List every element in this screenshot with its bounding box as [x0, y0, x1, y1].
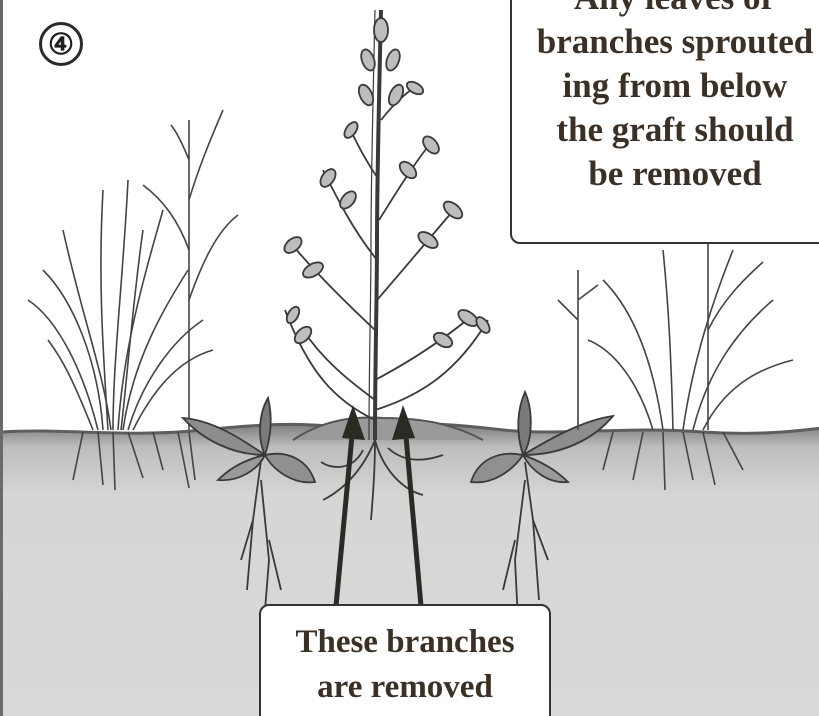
callout-remove-sprouts: Any leaves or branches sprouted ing from…	[510, 0, 819, 244]
callout-line: These branches	[261, 620, 549, 665]
callout-line: are removed	[261, 665, 549, 710]
step-number-badge: ④	[39, 22, 83, 66]
callout-line: ing from below	[512, 64, 819, 108]
callout-line: branches sprouted	[512, 20, 819, 64]
callout-branches-removed: These branches are removed	[259, 604, 551, 716]
callout-line: be removed	[512, 152, 819, 196]
callout-line: Any leaves or	[512, 0, 819, 20]
callout-line: the graft should	[512, 108, 819, 152]
